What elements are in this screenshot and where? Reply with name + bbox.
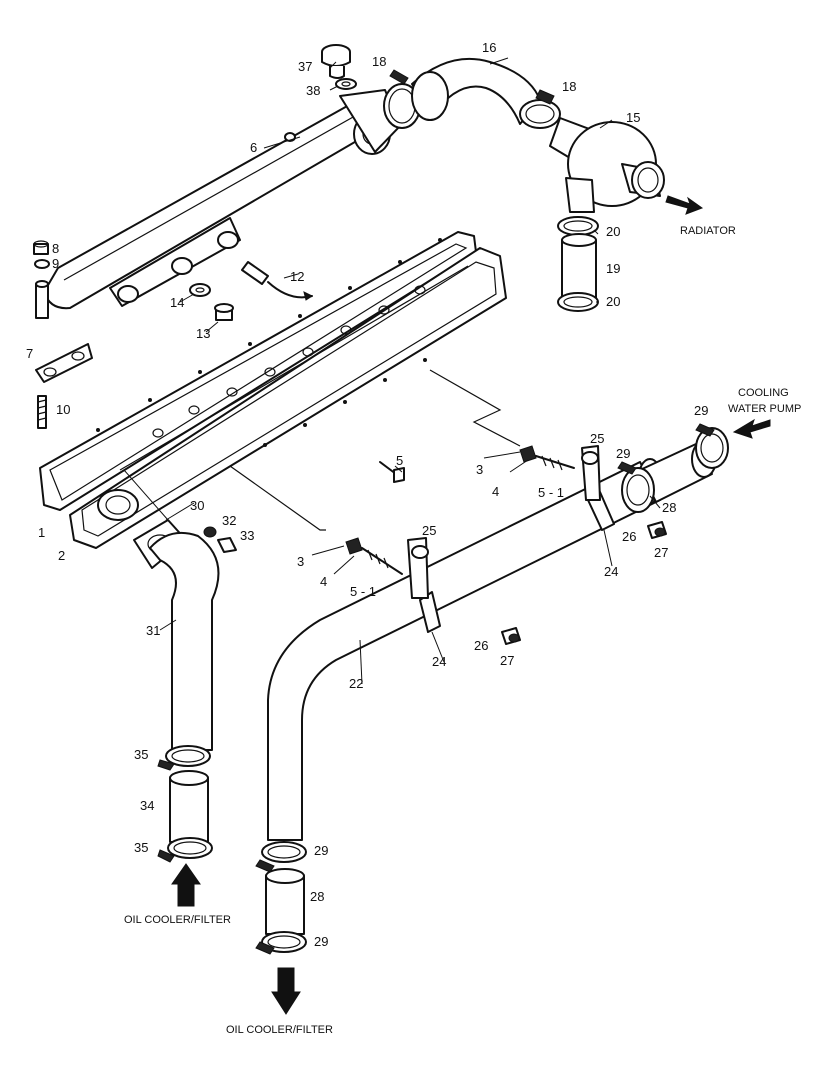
label-part-19: 19 [606, 261, 620, 276]
label-part-24-right: 24 [604, 564, 618, 579]
label-part-4-right: 4 [492, 484, 499, 499]
flow-captions: RADIATOR COOLING WATER PUMP OIL COOLER/F… [124, 225, 801, 1036]
clamp-part-35-lower [157, 837, 213, 863]
plug-part-26-right [647, 521, 667, 539]
label-part-33: 33 [240, 528, 254, 543]
label-part-35-lower: 35 [134, 840, 148, 855]
oil-cooler-arrow-bottom [271, 967, 301, 1015]
label-part-5-1-right: 5 - 1 [538, 485, 564, 500]
label-part-4-left: 4 [320, 574, 327, 589]
bolt-assembly-part-3-4-right [519, 445, 575, 471]
sensor-part-12 [241, 261, 313, 301]
label-part-29-lower-a: 29 [314, 843, 328, 858]
oil-cooler-arrow-left [171, 863, 201, 907]
label-part-34: 34 [140, 798, 154, 813]
part-number-labels: 1 2 3 3 4 4 5 5 - 1 5 - 1 6 7 8 9 10 12 … [26, 40, 708, 949]
spacer-tube [35, 280, 49, 319]
label-part-12: 12 [290, 269, 304, 284]
label-part-26-left: 26 [474, 638, 488, 653]
clamp-part-29-upper-b [617, 461, 655, 513]
label-part-29-top: 29 [694, 403, 708, 418]
caption-oil-cooler-bottom: OIL COOLER/FILTER [226, 1024, 333, 1036]
cover-bolt-holes [96, 238, 442, 447]
caption-radiator: RADIATOR [680, 225, 736, 237]
caption-water-pump: WATER PUMP [728, 403, 801, 415]
label-part-30: 30 [190, 498, 204, 513]
label-part-29-mid: 29 [616, 446, 630, 461]
cooling-water-pump-arrow [732, 418, 771, 439]
bolt-assembly-part-3-4-left [345, 537, 403, 575]
label-part-24-left: 24 [432, 654, 446, 669]
label-part-15: 15 [626, 110, 640, 125]
label-part-2: 2 [58, 548, 65, 563]
radiator-arrow [665, 195, 704, 215]
washer-part-14 [189, 283, 211, 297]
clamp-part-29-upper-a [695, 423, 729, 469]
label-part-28-lower: 28 [310, 889, 324, 904]
label-part-5-1-left: 5 - 1 [350, 584, 376, 599]
label-part-37: 37 [298, 59, 312, 74]
stud-part-10 [37, 395, 47, 429]
label-part-26-right: 26 [622, 529, 636, 544]
label-part-32: 32 [222, 513, 236, 528]
hose-part-19 [561, 233, 597, 301]
clamp-part-20-upper [557, 216, 599, 236]
label-part-16: 16 [482, 40, 496, 55]
label-part-13: 13 [196, 326, 210, 341]
nut-part-8 [33, 240, 49, 255]
label-part-20-lower: 20 [606, 294, 620, 309]
label-part-10: 10 [56, 402, 70, 417]
hose-part-28-lower [265, 868, 305, 935]
label-part-25-right: 25 [590, 431, 604, 446]
label-part-18-right: 18 [562, 79, 576, 94]
clamp-part-20-lower [557, 292, 599, 312]
outlet-pipe-part-31 [149, 532, 220, 751]
plug-part-13 [214, 303, 234, 321]
water-manifold-part-6 [43, 89, 401, 310]
bracket-part-7 [35, 343, 93, 383]
hose-part-16 [411, 57, 541, 125]
washer-part-9 [34, 259, 50, 269]
label-part-35-upper: 35 [134, 747, 148, 762]
caption-cooling: COOLING [738, 387, 789, 399]
label-part-22: 22 [349, 676, 363, 691]
label-part-8: 8 [52, 241, 59, 256]
bolt-part-33 [217, 537, 237, 553]
bracket-part-25-left [407, 537, 429, 599]
label-part-29-lower-b: 29 [314, 934, 328, 949]
label-part-28-upper: 28 [662, 500, 676, 515]
label-part-5: 5 [396, 453, 403, 468]
label-part-1: 1 [38, 525, 45, 540]
label-part-31: 31 [146, 623, 160, 638]
label-part-20-upper: 20 [606, 224, 620, 239]
nut-part-32 [203, 526, 217, 538]
clamp-part-18-left [383, 69, 421, 129]
hose-part-34 [169, 770, 209, 843]
label-part-27-right: 27 [654, 545, 668, 560]
label-part-38: 38 [306, 83, 320, 98]
leader-lines [123, 57, 661, 685]
bracket-part-25-right [581, 445, 601, 501]
washer-part-38 [335, 78, 357, 90]
exhaust-manifold-cover-part-2 [69, 247, 507, 549]
clamp-part-18-right [519, 89, 561, 129]
thermostat-housing-part-15 [549, 117, 665, 213]
label-part-9: 9 [52, 256, 59, 271]
label-part-25-left: 25 [422, 523, 436, 538]
caption-oil-cooler-left: OIL COOLER/FILTER [124, 914, 231, 926]
clamp-part-29-lower-b [255, 931, 307, 955]
clamp-part-29-lower-a [255, 841, 307, 873]
label-part-27-left: 27 [500, 653, 514, 668]
label-part-3-right: 3 [476, 462, 483, 477]
label-part-3-left: 3 [297, 554, 304, 569]
label-part-18-left: 18 [372, 54, 386, 69]
filler-cap-part-37 [321, 44, 351, 79]
plug-part-26-left [501, 627, 521, 645]
label-part-6: 6 [250, 140, 257, 155]
clamp-part-35-upper [157, 745, 211, 771]
label-part-14: 14 [170, 295, 184, 310]
label-part-7: 7 [26, 346, 33, 361]
